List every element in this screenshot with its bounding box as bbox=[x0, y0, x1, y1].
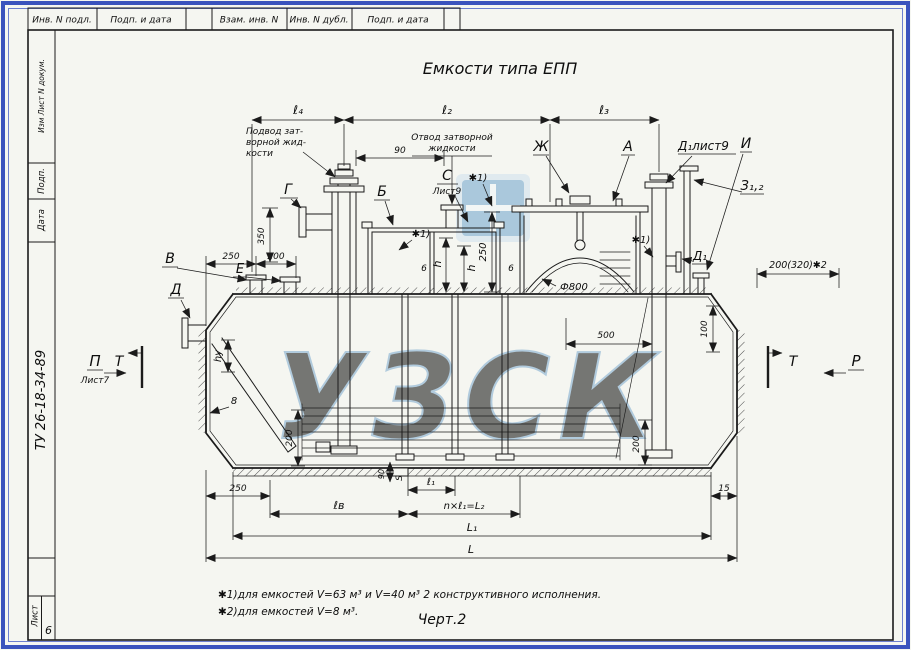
callout-otvod-line1: Отвод затворной bbox=[411, 133, 493, 143]
stamp-cell-podp-data2: Подп. и дата bbox=[367, 16, 428, 26]
dim-200-bl-label: 200 bbox=[285, 429, 295, 446]
dim-lv-label: ℓв bbox=[332, 499, 344, 512]
standpipe-assembly bbox=[298, 163, 464, 455]
callout-v: В bbox=[165, 251, 175, 267]
callout-star1-c: ✱1) bbox=[632, 235, 651, 246]
dim-6a-label: 6 bbox=[421, 264, 427, 274]
inner-blue-border bbox=[8, 8, 903, 642]
view-p-label: П bbox=[89, 352, 100, 370]
dim-l1-label: ℓ₁ bbox=[427, 477, 435, 488]
figure-caption: Черт.2 bbox=[418, 612, 467, 628]
stamp-side-data: Дата bbox=[37, 209, 47, 232]
callout-d: Д bbox=[170, 282, 182, 298]
stamp-cell-inv-dubl: Инв. N дубл. bbox=[290, 16, 349, 26]
dim-200-left-label: 200 bbox=[267, 252, 284, 262]
dim-350-label: 350 bbox=[257, 227, 267, 244]
callout-otvod-line2: жидкости bbox=[427, 144, 475, 154]
callout-i: И bbox=[741, 136, 752, 152]
stamp-cell-inv-podl: Инв. N подл. bbox=[32, 16, 91, 26]
callout-podvod-line3: кости bbox=[246, 149, 273, 159]
view-t-right-label: Т bbox=[789, 354, 799, 370]
callout-star1-a: ✱1) bbox=[412, 229, 431, 240]
view-r-label: Р bbox=[851, 352, 861, 370]
sheet-label: Лист bbox=[31, 604, 41, 628]
dim-8-label: 8 bbox=[231, 396, 237, 407]
dimensions-top: ℓ₄ ℓ₂ ℓ₃ 90 bbox=[251, 103, 660, 272]
dim-250-left-label: 250 bbox=[222, 252, 239, 262]
callout-g: Г bbox=[284, 182, 293, 198]
view-p-sheet-label: Лист7 bbox=[80, 376, 110, 386]
dim-h1-label: h bbox=[431, 260, 444, 267]
doc-number: ТУ 26-18-34-89 bbox=[34, 350, 49, 450]
callout-podvod-line2: ворной жид- bbox=[246, 138, 306, 148]
page-title: Емкости типа ЕПП bbox=[423, 59, 577, 78]
dimensions-bottom: ℓ₁ 250 15 ℓв n×ℓ₁=L₂ L₁ L bbox=[205, 436, 738, 562]
dim-l3-label: ℓ₃ bbox=[598, 103, 609, 117]
dimensions-right: 100 200(320)✱2 bbox=[700, 260, 840, 353]
notes: ✱1)для емкостей V=63 м³ и V=40 м³ 2 конс… bbox=[218, 589, 601, 628]
dim-h2-label: h bbox=[465, 264, 478, 271]
callout-d1: Д₁ bbox=[692, 249, 707, 263]
callouts: Подвод зат- ворной жид- кости Отвод затв… bbox=[162, 127, 764, 319]
callout-star1-b: ✱1) bbox=[469, 173, 488, 184]
dim-L-label: L bbox=[468, 543, 474, 556]
dim-l4-label: ℓ₄ bbox=[292, 103, 303, 117]
callout-podvod-line1: Подвод зат- bbox=[246, 127, 303, 137]
dim-l2-label: ℓ₂ bbox=[441, 103, 452, 117]
dim-200-320-label: 200(320)✱2 bbox=[769, 260, 827, 271]
dim-90-bot-label: 90 bbox=[377, 469, 386, 479]
callout-b: Б bbox=[377, 184, 387, 200]
vessel-shell bbox=[198, 287, 745, 477]
dim-250-bot-label: 250 bbox=[229, 484, 246, 494]
compartment-b bbox=[361, 221, 505, 295]
right-pipes bbox=[615, 165, 710, 459]
dimensions-inner: 250 h h 6 6 500 200 90 S bbox=[377, 211, 653, 483]
callout-z12: З₁,₂ bbox=[741, 179, 764, 194]
stamp-cell-podp-data: Подп. и дата bbox=[110, 16, 171, 26]
callout-a: А bbox=[622, 139, 633, 155]
stamp-side-izm: Изм Лист N докум. bbox=[37, 59, 46, 133]
callout-e: Е bbox=[236, 262, 245, 277]
dim-nl1-label: n×ℓ₁=L₂ bbox=[444, 501, 485, 512]
dim-L1-label: L₁ bbox=[467, 521, 478, 534]
dim-hy-label: hу bbox=[213, 349, 224, 362]
callout-s: С bbox=[442, 168, 452, 184]
callout-zh: Ж bbox=[532, 139, 549, 155]
title-block: Инв. N подл. Подп. и дата Взам. инв. N И… bbox=[27, 7, 894, 641]
note-1: ✱1)для емкостей V=63 м³ и V=40 м³ 2 конс… bbox=[218, 589, 601, 601]
callout-s-sheet: Лист9 bbox=[432, 187, 462, 197]
view-t-left-label: Т bbox=[115, 354, 125, 370]
callout-d1-sheet: Д₁лист9 bbox=[677, 139, 729, 153]
stamp-side-podp: Подп. bbox=[37, 168, 47, 194]
dim-90-top-label: 90 bbox=[394, 146, 406, 156]
view-markers: П Лист7 Т Т Р bbox=[80, 346, 864, 388]
dim-100-label: 100 bbox=[700, 320, 710, 337]
stamp-cell-vzam-inv: Взам. инв. N bbox=[220, 16, 279, 26]
dimensions-left: 250 200 350 hу 8 200 bbox=[205, 207, 305, 467]
watermark-text: УЗСК bbox=[273, 328, 663, 466]
note-2: ✱2)для емкостей V=8 м³. bbox=[218, 606, 358, 618]
dim-15-label: 15 bbox=[718, 484, 730, 494]
dim-6b-label: 6 bbox=[508, 264, 514, 274]
watermark: УЗСК bbox=[272, 174, 663, 467]
dim-s-label: S bbox=[395, 475, 405, 481]
dim-500-label: 500 bbox=[597, 331, 614, 341]
dim-200-right-label: 200 bbox=[632, 435, 642, 452]
dim-250-mid-label: 250 bbox=[478, 242, 489, 261]
compartment-zh bbox=[511, 195, 649, 295]
callout-f800: Ф800 bbox=[560, 282, 588, 293]
sheet-number: 6 bbox=[45, 624, 52, 637]
